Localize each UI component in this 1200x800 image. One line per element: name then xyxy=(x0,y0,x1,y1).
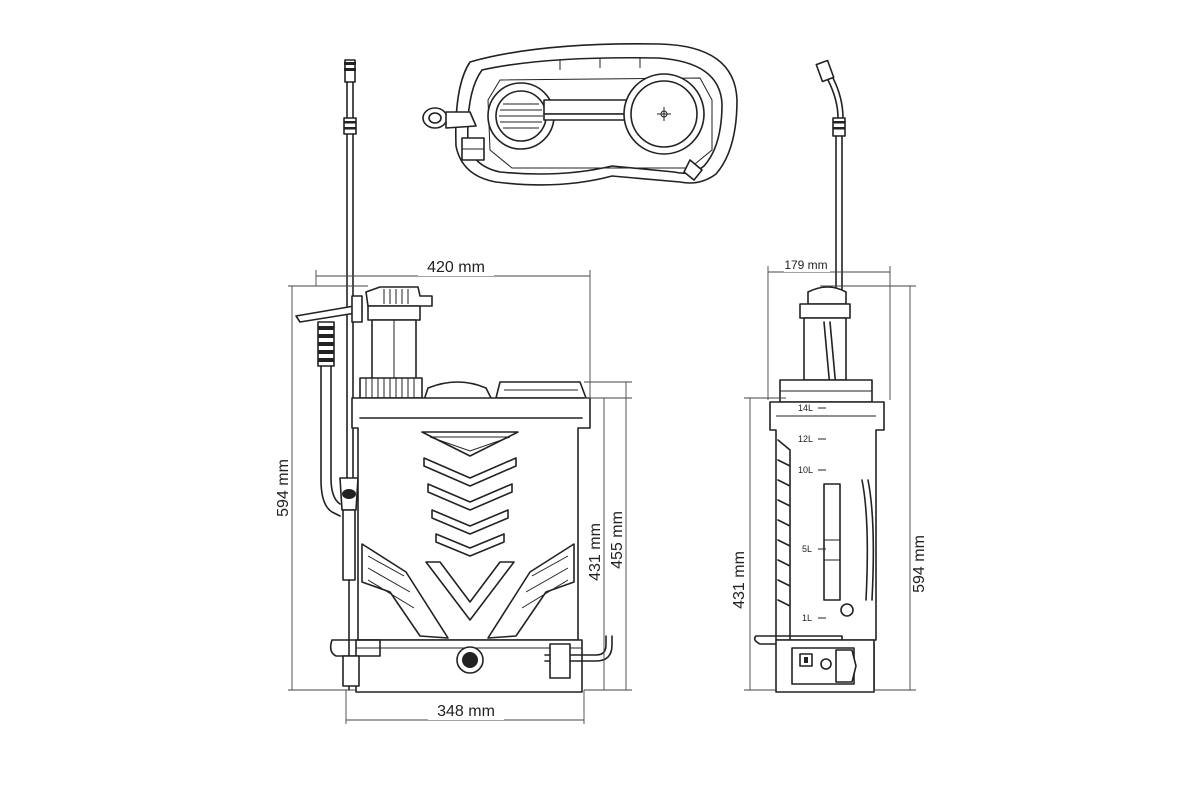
dim-label-side-tank-height: 431 mm xyxy=(731,551,748,609)
volume-mark-10l: 10L xyxy=(798,465,813,475)
side-lance xyxy=(815,59,846,301)
volume-mark-1l: 1L xyxy=(802,613,812,623)
volume-mark-12l: 12L xyxy=(798,434,813,444)
dim-label-front-height-total: 594 mm xyxy=(275,459,292,517)
dim-label-front-tank-height-a: 431 mm xyxy=(587,523,604,581)
spray-lance xyxy=(339,59,359,691)
front-chevrons xyxy=(361,431,575,639)
volume-mark-14l: 14L xyxy=(798,403,813,413)
volume-scale: 14L 12L 10L 5L 1L xyxy=(798,403,826,623)
dim-label-front-width-base: 348 mm xyxy=(437,703,495,720)
dimension-labels: 420 mm 348 mm 594 mm 431 mm 455 mm 179 m… xyxy=(275,258,928,720)
dimension-lines xyxy=(288,266,916,724)
pump-cap-ribs xyxy=(365,378,415,398)
volume-mark-5l: 5L xyxy=(802,544,812,554)
level-window xyxy=(823,483,841,601)
front-view xyxy=(295,59,613,693)
top-view xyxy=(422,43,738,186)
pump-chamber xyxy=(365,286,433,381)
dim-label-front-width-top: 420 mm xyxy=(427,259,485,276)
dim-label-side-depth: 179 mm xyxy=(784,258,827,272)
tank-body xyxy=(351,397,591,641)
dim-label-side-height-total: 594 mm xyxy=(911,535,928,593)
fill-cap-grid xyxy=(499,103,543,129)
pump-handle xyxy=(295,295,363,517)
pump-ribs xyxy=(383,289,409,304)
dim-label-front-tank-height-b: 455 mm xyxy=(609,511,626,569)
side-view: 14L 12L 10L 5L 1L xyxy=(753,59,885,693)
